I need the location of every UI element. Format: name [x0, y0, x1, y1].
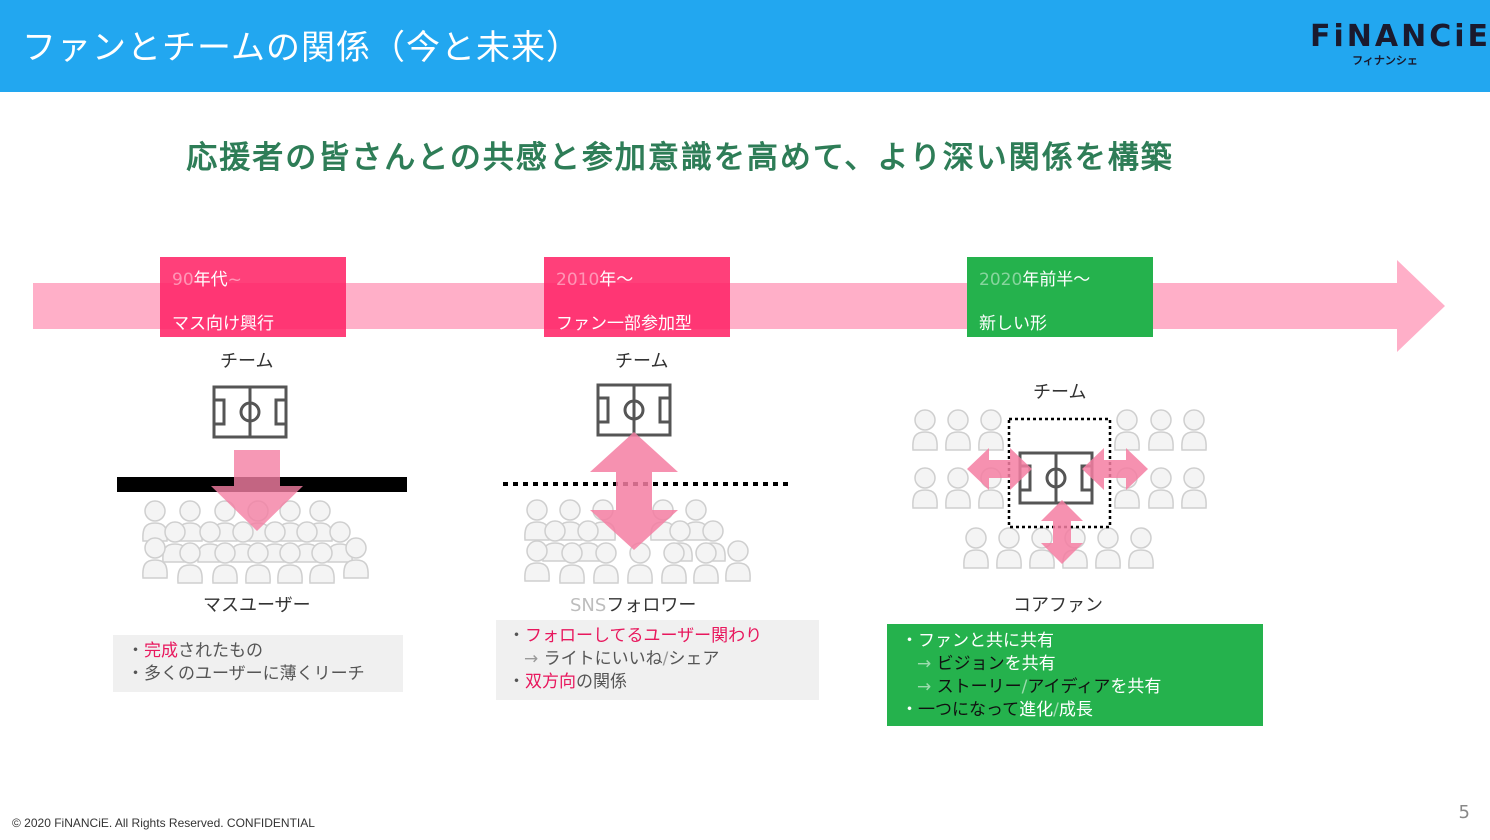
era-year: 2010	[556, 270, 600, 290]
financie-logo: FiNANCiE フィナンシェ	[1310, 19, 1490, 68]
note-highlight: 完成	[144, 641, 178, 661]
era-title: 新しい形	[979, 314, 1047, 334]
era-year-suffix: 年～	[599, 270, 634, 290]
era-year-suffix: 年代	[193, 270, 228, 290]
note-line: → ストーリー/アイディアを共有	[917, 677, 1162, 697]
page-number: 5	[1458, 802, 1470, 823]
note-line: ・多くのユーザーに薄くリーチ	[127, 664, 365, 684]
left-arrows	[967, 448, 1032, 490]
note-box-2010: ・フォローしてるユーザー関わり → ライトにいいね/シェア ・双方向の関係	[496, 620, 819, 700]
note-box-2020: ・ファンと共に共有 → ビジョンを共有 → ストーリー/アイディアを共有 ・一つ…	[887, 624, 1263, 726]
era-year: 90	[172, 270, 194, 290]
audience-text: フォロワー	[606, 595, 697, 616]
header-bar: ファンとチームの関係（今と未来） FiNANCiE フィナンシェ	[0, 0, 1490, 92]
bottom-arrows	[1041, 500, 1083, 564]
note-box-90s: ・完成されたもの ・多くのユーザーに薄くリーチ	[113, 635, 403, 692]
era-box-2010: 2010年～ ファン一部参加型	[544, 257, 730, 337]
slide-title: ファンとチームの関係（今と未来）	[22, 28, 581, 68]
logo-wordmark: FiNANCiE	[1310, 19, 1490, 54]
audience-label-2: SNSフォロワー	[570, 591, 696, 617]
audience-label-3: コアファン	[1013, 595, 1103, 616]
pitch-icon-2	[596, 383, 672, 437]
pitch-icon-3	[1018, 451, 1094, 505]
team-label-3: チーム	[1033, 382, 1087, 403]
note-line: ・完成されたもの	[127, 641, 263, 661]
note-line: ・ファンと共に共有	[901, 631, 1054, 651]
note-line: ・フォローしてるユーザー関わり	[508, 626, 763, 646]
copyright-footer: © 2020 FiNANCiE. All Rights Reserved. CO…	[12, 816, 315, 830]
era-year-suffix: 年前半～	[1022, 270, 1091, 290]
era-box-2020: 2020年前半～ 新しい形	[967, 257, 1153, 337]
era-year-trail: ~	[227, 270, 242, 290]
note-line: ・双方向の関係	[508, 672, 627, 692]
bidirectional-arrow	[590, 432, 678, 550]
pitch-icon-1	[212, 385, 288, 439]
down-arrow	[211, 450, 303, 531]
era-title: マス向け興行	[172, 314, 274, 334]
note-highlight: 双方向	[525, 672, 576, 692]
audience-label-1: マスユーザー	[203, 595, 311, 616]
note-line: → ビジョンを共有	[917, 654, 1056, 674]
headline: 応援者の皆さんとの共感と参加意識を高めて、より深い関係を構築	[186, 140, 1174, 176]
era-year: 2020	[979, 270, 1023, 290]
era-box-90s: 90年代~ マス向け興行	[160, 257, 346, 337]
era-title: ファン一部参加型	[556, 314, 692, 334]
note-highlight: フォローしてるユーザー関わり	[525, 626, 763, 646]
note-line: → ライトにいいね/シェア	[524, 649, 720, 669]
team-label-2: チーム	[615, 351, 669, 372]
audience-prefix: SNS	[570, 595, 607, 616]
note-line: ・一つになって進化/成長	[901, 700, 1093, 720]
team-label-1: チーム	[220, 351, 274, 372]
logo-katakana: フィナンシェ	[1352, 54, 1418, 67]
right-arrows	[1082, 448, 1148, 490]
